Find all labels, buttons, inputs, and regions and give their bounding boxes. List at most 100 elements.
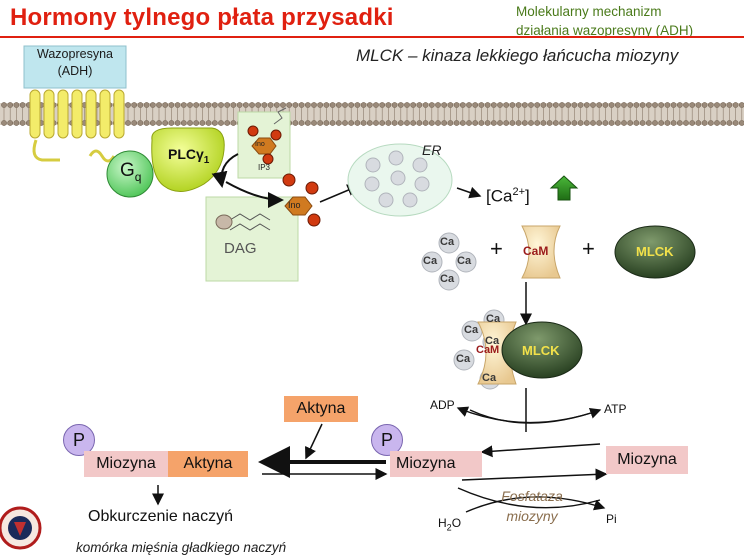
lipid-head bbox=[652, 102, 658, 108]
lipid-head bbox=[447, 102, 454, 108]
dag-box bbox=[205, 196, 299, 282]
lipid-head bbox=[714, 102, 720, 108]
lipid-head bbox=[614, 102, 621, 108]
lipid-head bbox=[137, 102, 144, 108]
contraction-label: Obkurczenie naczyń bbox=[88, 508, 233, 525]
miozyna-left-box: Miozyna bbox=[84, 451, 168, 477]
lipid-head bbox=[7, 120, 14, 126]
lipid-head bbox=[373, 102, 379, 108]
lipid-head bbox=[360, 120, 367, 126]
lipid-head bbox=[608, 102, 615, 108]
lipid-head bbox=[224, 102, 231, 108]
lipid-head bbox=[348, 102, 355, 108]
lipid-head bbox=[1, 120, 7, 126]
lipid-head bbox=[168, 102, 175, 108]
lipid-head bbox=[211, 120, 218, 126]
lipid-head bbox=[193, 120, 200, 126]
lipid-head bbox=[391, 120, 398, 126]
complex-mlck-label: MLCK bbox=[522, 343, 560, 358]
lipid-head bbox=[732, 102, 739, 108]
lipid-head bbox=[515, 102, 522, 108]
lipid-head bbox=[298, 102, 305, 108]
lipid-head bbox=[447, 120, 454, 126]
lipid-head bbox=[676, 120, 683, 126]
lipid-head bbox=[490, 120, 497, 126]
lipid-head bbox=[714, 120, 720, 126]
lipid-head bbox=[571, 102, 578, 108]
ino-small-label: Ino bbox=[255, 141, 265, 148]
topic-caption: Molekularny mechanizm działania wazopres… bbox=[516, 2, 693, 40]
lipid-head bbox=[311, 102, 317, 108]
lipid-head bbox=[131, 120, 138, 126]
lipid-head bbox=[292, 102, 299, 108]
lipid-head bbox=[366, 102, 373, 108]
water-label-h: H bbox=[438, 516, 447, 530]
lipid-head bbox=[627, 120, 634, 126]
lipid-head bbox=[249, 102, 255, 108]
lipid-head bbox=[230, 120, 237, 126]
lipid-head bbox=[602, 120, 609, 126]
lipid-head bbox=[205, 120, 212, 126]
lipid-head bbox=[149, 120, 156, 126]
lipid-head bbox=[534, 120, 541, 126]
lipid-head bbox=[125, 120, 131, 126]
ca-ion-label: Ca bbox=[486, 313, 501, 325]
lipid-head bbox=[459, 120, 466, 126]
cam-label: CaM bbox=[523, 244, 549, 258]
lipid-head bbox=[490, 102, 497, 108]
lipid-head bbox=[695, 102, 702, 108]
lipid-head bbox=[571, 120, 578, 126]
lipid-head bbox=[162, 120, 169, 126]
lipid-head bbox=[180, 102, 187, 108]
calcium-concentration-sup: 2+ bbox=[512, 186, 526, 198]
calcium-concentration-label: [Ca2+] bbox=[486, 186, 530, 207]
lipid-head bbox=[528, 120, 534, 126]
ca-ion-label: Ca bbox=[457, 255, 472, 267]
lipid-head bbox=[701, 102, 708, 108]
lipid-head bbox=[521, 102, 528, 108]
increase-arrow bbox=[549, 175, 579, 201]
lipid-head bbox=[187, 102, 193, 108]
lipid-head bbox=[639, 120, 646, 126]
lipid-head bbox=[323, 120, 330, 126]
lipid-head bbox=[218, 102, 224, 108]
lipid-head bbox=[13, 120, 20, 126]
ca-ion-label: Ca bbox=[440, 273, 455, 285]
lipid-head bbox=[484, 102, 491, 108]
page-title: Hormony tylnego płata przysadki bbox=[10, 4, 394, 31]
lipid-head bbox=[379, 102, 386, 108]
lipid-head bbox=[515, 120, 522, 126]
lipid-head bbox=[441, 102, 448, 108]
lipid-head bbox=[590, 120, 596, 126]
lipid-head bbox=[379, 120, 386, 126]
lipid-head bbox=[416, 120, 423, 126]
lipid-head bbox=[540, 102, 547, 108]
lipid-head bbox=[19, 102, 26, 108]
lipid-head bbox=[726, 102, 733, 108]
ca-ion-label: Ca bbox=[423, 255, 438, 267]
lipid-head bbox=[354, 102, 361, 108]
lipid-head bbox=[304, 120, 311, 126]
lipid-head bbox=[410, 120, 417, 126]
lipid-head bbox=[497, 120, 503, 126]
lipid-head bbox=[19, 120, 26, 126]
miozyna-p-box: Miozyna bbox=[390, 451, 482, 477]
lipid-head bbox=[645, 102, 652, 108]
lipid-head bbox=[577, 120, 584, 126]
lipid-head bbox=[552, 120, 559, 126]
phosphate-p-circle-left: P bbox=[63, 424, 95, 456]
vasopressin-label-line2: (ADH) bbox=[57, 64, 93, 78]
lipid-head bbox=[348, 120, 355, 126]
lipid-head bbox=[726, 120, 733, 126]
phosphatase-label-line2: miozyny bbox=[506, 508, 558, 524]
pi-label: Pi bbox=[606, 512, 617, 526]
lipid-head bbox=[503, 102, 510, 108]
lipid-head bbox=[168, 120, 175, 126]
gq-protein bbox=[106, 150, 154, 198]
phosphatase-label-line1: Fosfataza bbox=[501, 488, 563, 504]
lipid-head bbox=[273, 102, 280, 108]
lipid-head bbox=[546, 102, 553, 108]
water-label-o: O bbox=[451, 516, 462, 530]
lipid-head bbox=[466, 120, 472, 126]
